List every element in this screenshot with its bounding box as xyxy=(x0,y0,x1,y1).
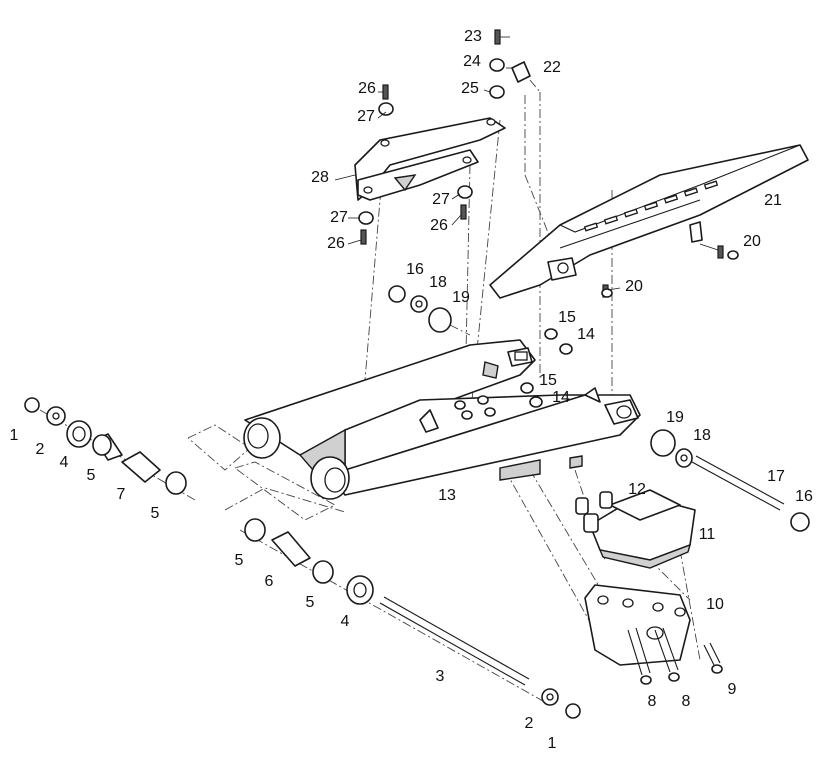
callout-9: 9 xyxy=(727,681,737,698)
chain-guard-slots xyxy=(583,180,719,232)
rear-axle xyxy=(650,429,810,532)
chain-slider-bracket xyxy=(584,584,691,666)
chain-guard-upper xyxy=(354,117,506,201)
upper-spacers xyxy=(388,285,452,333)
pivot-stack-lower xyxy=(244,518,374,605)
callout-12: 12 xyxy=(628,481,646,498)
callout-26: 26 xyxy=(430,217,448,234)
swingarm xyxy=(243,339,641,500)
callout-8: 8 xyxy=(647,693,657,710)
small-hardware xyxy=(358,29,739,420)
callout-18: 18 xyxy=(429,274,447,291)
callout-4: 4 xyxy=(340,613,350,630)
callout-15: 15 xyxy=(558,309,576,326)
callout-6: 6 xyxy=(264,573,274,590)
callout-5: 5 xyxy=(86,467,96,484)
callout-20: 20 xyxy=(743,233,761,250)
pivot-stack-upper xyxy=(24,397,187,495)
callout-11: 11 xyxy=(698,526,716,543)
callout-19: 19 xyxy=(666,409,684,426)
callout-27: 27 xyxy=(330,209,348,226)
callout-14: 14 xyxy=(552,389,570,406)
callout-5: 5 xyxy=(305,594,315,611)
callout-17: 17 xyxy=(767,468,785,485)
callout-1: 1 xyxy=(9,427,19,444)
leader-lines xyxy=(334,36,719,291)
callout-23: 23 xyxy=(464,28,482,45)
callout-27: 27 xyxy=(357,108,375,125)
callout-8: 8 xyxy=(681,693,691,710)
callout-5: 5 xyxy=(150,505,160,522)
callout-20: 20 xyxy=(625,278,643,295)
callout-21: 21 xyxy=(764,192,782,209)
chain-guard xyxy=(489,144,809,299)
callout-2: 2 xyxy=(35,441,45,458)
callout-27: 27 xyxy=(432,191,450,208)
pivot-shaft xyxy=(379,596,581,719)
callout-7: 7 xyxy=(116,486,126,503)
callout-24: 24 xyxy=(463,53,481,70)
callout-16: 16 xyxy=(795,488,813,505)
callout-2: 2 xyxy=(524,715,534,732)
callout-28: 28 xyxy=(311,169,329,186)
callout-4: 4 xyxy=(59,454,69,471)
callout-13: 13 xyxy=(438,487,456,504)
callout-14: 14 xyxy=(577,326,595,343)
callout-25: 25 xyxy=(461,80,479,97)
callout-19: 19 xyxy=(452,289,470,306)
callout-26: 26 xyxy=(327,235,345,252)
callout-18: 18 xyxy=(693,427,711,444)
callout-22: 22 xyxy=(543,59,561,76)
callout-5: 5 xyxy=(234,552,244,569)
callout-15: 15 xyxy=(539,372,557,389)
slider-pins xyxy=(575,491,613,533)
bracket-bolts xyxy=(627,627,723,685)
chain-slider xyxy=(589,489,696,569)
callout-26: 26 xyxy=(358,80,376,97)
callout-1: 1 xyxy=(547,735,557,752)
callout-16: 16 xyxy=(406,261,424,278)
callout-10: 10 xyxy=(706,596,724,613)
callout-3: 3 xyxy=(435,668,445,685)
